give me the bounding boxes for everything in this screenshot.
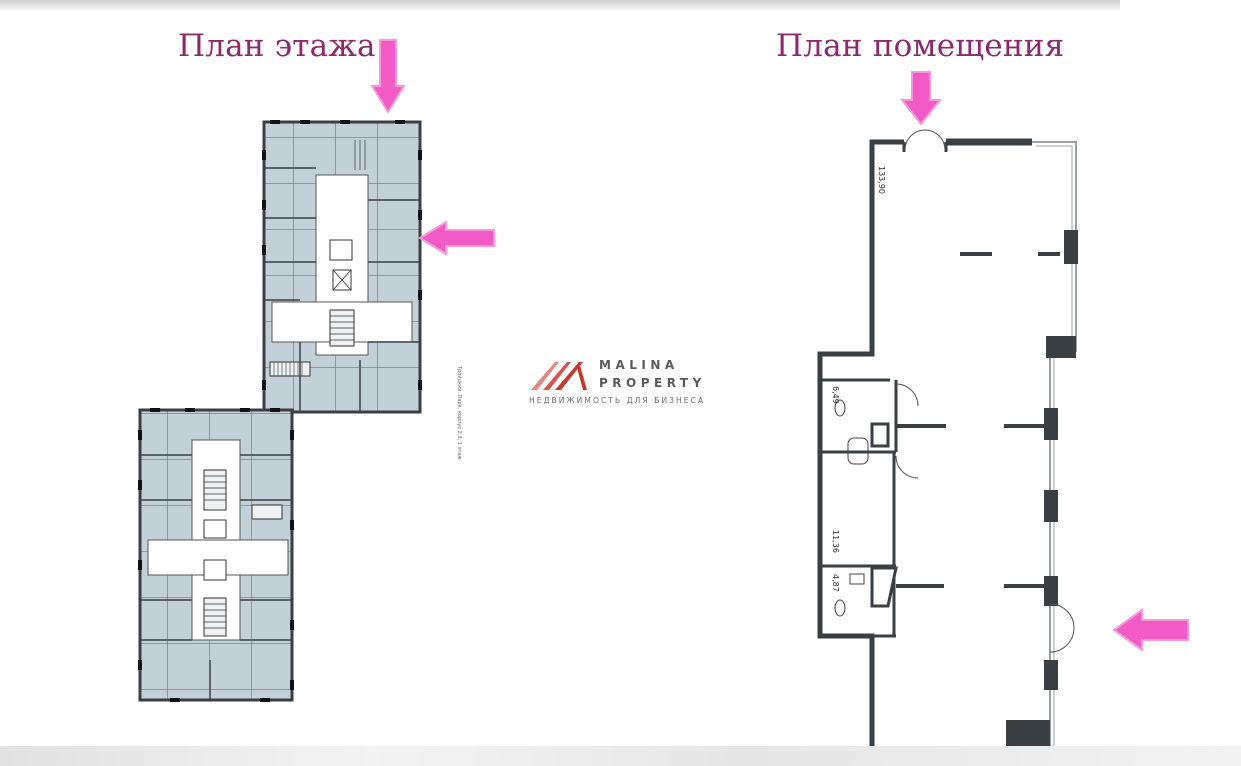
floor-plan-title: План этажа [178,28,376,64]
room-area-c: 4,87 [831,574,840,592]
malina-property-logo: MALINA PROPERTY НЕДВИЖИМОСТЬ ДЛЯ БИЗНЕСА [527,356,727,408]
floor-plan-lower-block [138,408,294,702]
malina-logo-mark-icon [531,362,587,390]
room-plan [817,129,1078,755]
top-bar [0,0,1120,10]
arrow-down-floor-plan-icon [370,39,406,114]
floor-building-note: Троицкий. Парк. корпус 2.3, 1 этаж [456,366,462,460]
room-plan-title: План помещения [776,28,1065,64]
room-area-main: 133,90 [877,166,886,194]
arrow-left-room-plan-icon [1112,608,1189,652]
room-area-a: 6,49 [831,386,840,404]
logo-name-line1: MALINA [599,358,679,372]
logo-tagline: НЕДВИЖИМОСТЬ ДЛЯ БИЗНЕСА [529,396,706,405]
room-area-b: 11,36 [831,530,840,553]
arrow-down-room-plan-icon [899,71,943,126]
logo-name-line2: PROPERTY [599,376,706,390]
bottom-strip [0,746,1241,766]
arrow-left-floor-plan-icon [418,220,495,256]
floor-plan-upper-block [262,120,422,414]
